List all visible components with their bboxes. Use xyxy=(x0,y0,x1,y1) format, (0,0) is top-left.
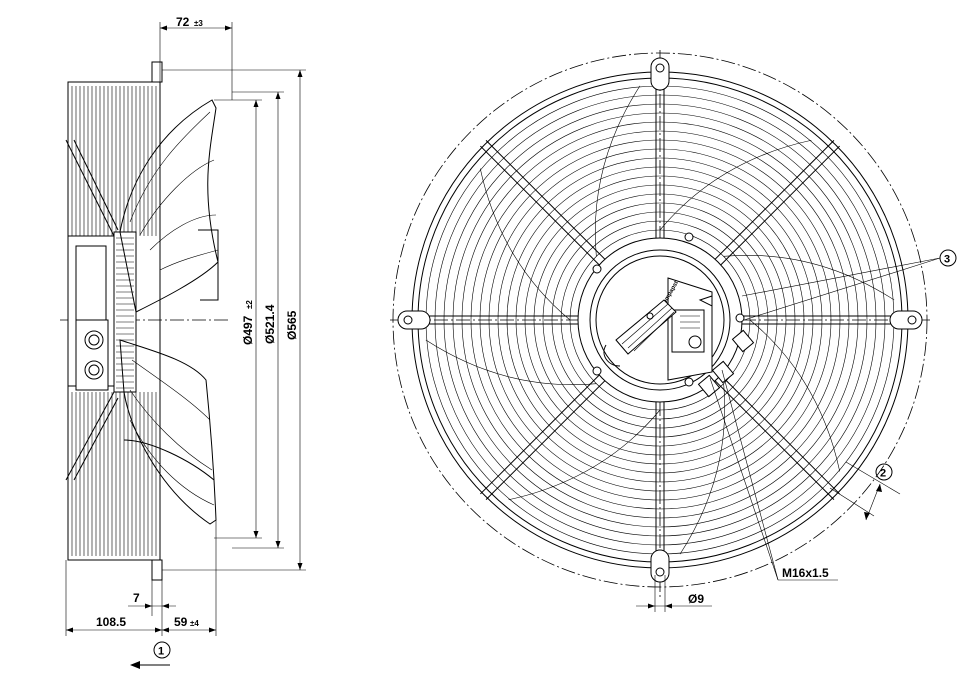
dim-thread: M16x1.5 xyxy=(782,566,829,580)
guard-spokes xyxy=(410,70,910,570)
dim-depth-72: 72 xyxy=(176,15,190,29)
impeller-blade-upper xyxy=(119,99,219,313)
terminal-box: ebmpapst xyxy=(661,277,713,381)
fan-guard-front-view: ebmpapst 3 2 M16x1.5 xyxy=(390,50,957,612)
dim-depth-108: 108.5 xyxy=(96,615,126,629)
callout-1: 1 xyxy=(158,646,164,658)
dim-depth-72-tol: ±3 xyxy=(194,19,203,28)
callout-3-circle xyxy=(939,249,957,267)
mounting-lugs xyxy=(397,57,923,583)
callout-2-circle xyxy=(875,463,893,481)
dim-dia-497-tol: ±2 xyxy=(245,300,254,309)
dim-dia-565: Ø565 xyxy=(285,310,299,340)
callout-1-circle xyxy=(153,641,171,659)
dim-offset-7: 7 xyxy=(133,591,140,605)
callout-3: 3 xyxy=(944,254,950,266)
callout-2: 2 xyxy=(880,468,886,480)
dim-dia-521: Ø521.4 xyxy=(263,304,277,344)
hub-bolts xyxy=(592,232,745,387)
mounting-flange-bottom xyxy=(151,559,163,581)
cable-glands xyxy=(75,319,109,391)
impeller-blade-lower xyxy=(119,339,217,525)
heat-sink xyxy=(603,299,677,367)
dim-dia-497: Ø497 xyxy=(241,315,255,345)
guard-fins xyxy=(71,86,157,556)
dim-depth-59-tol: ±4 xyxy=(190,619,199,628)
fan-side-view: 72 ±3 Ø497 ±2 Ø521.4 Ø565 7 xyxy=(60,15,306,669)
dim-hole-dia: Ø9 xyxy=(688,592,704,606)
mounting-flange-top xyxy=(151,61,163,83)
dim-depth-59: 59 xyxy=(174,615,188,629)
airflow-direction-arrow-icon xyxy=(130,661,170,669)
